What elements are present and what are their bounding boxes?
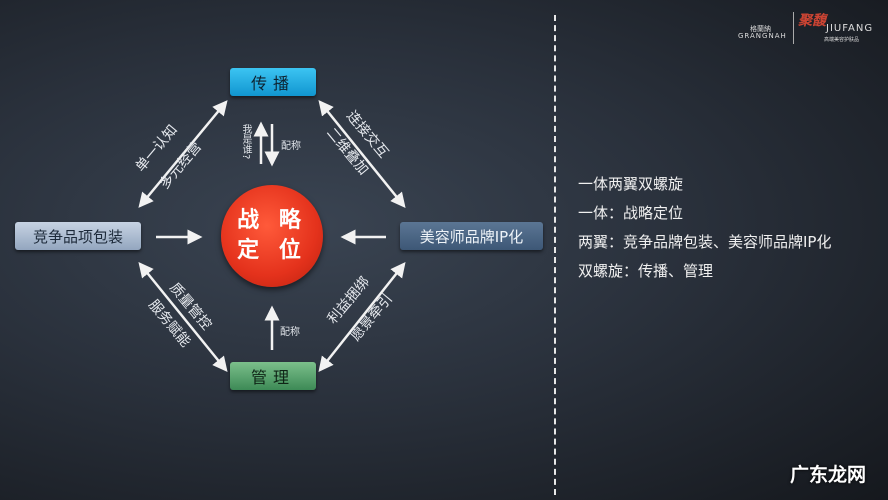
center-strategy-positioning: 战 略 定 位 [221,185,323,287]
arrow-bottom-left [138,262,228,372]
center-line2: 定 位 [237,238,307,263]
node-competitive-packaging: 竞争品项包装 [15,222,141,250]
center-line1: 战 略 [237,208,307,233]
arrow-bottom-right [318,262,406,372]
who-am-i-label: 我是谁? [240,124,251,160]
summary-line: 双螺旋：传播、管理 [578,262,714,280]
logo-brand2-en: JIUFANG [826,23,874,34]
logo-separator [793,12,794,44]
watermark: 广东龙网 [790,464,867,486]
logo-brand2-cn: 聚馥 [798,13,826,29]
logo-brand1-en: GRANGNAH [738,32,787,40]
summary-line: 一体：战略定位 [578,204,684,222]
brand-logo: 格蘭納 GRANGNAH 聚馥 JIUFANG 高端美容护肤品 [738,10,878,46]
arrow-top-right [318,100,406,208]
logo-brand1-cn: 格蘭納 [750,25,771,33]
summary-line: 一体两翼双螺旋 [578,175,684,193]
match-label-top: 配称 [281,141,301,152]
node-beautician-ip: 美容师品牌IP化 [400,222,543,250]
arrow-top-left [138,100,228,208]
node-management: 管理 [230,362,316,390]
node-spread: 传播 [230,68,316,96]
summary-text: 一体两翼双螺旋 一体：战略定位 两翼：竞争品牌包装、美容师品牌IP化 双螺旋：传… [578,170,831,286]
summary-line: 两翼：竞争品牌包装、美容师品牌IP化 [578,233,832,251]
match-label-bottom: 配称 [280,327,300,338]
dashed-divider [554,15,556,495]
logo-brand2-sub: 高端美容护肤品 [824,37,860,43]
